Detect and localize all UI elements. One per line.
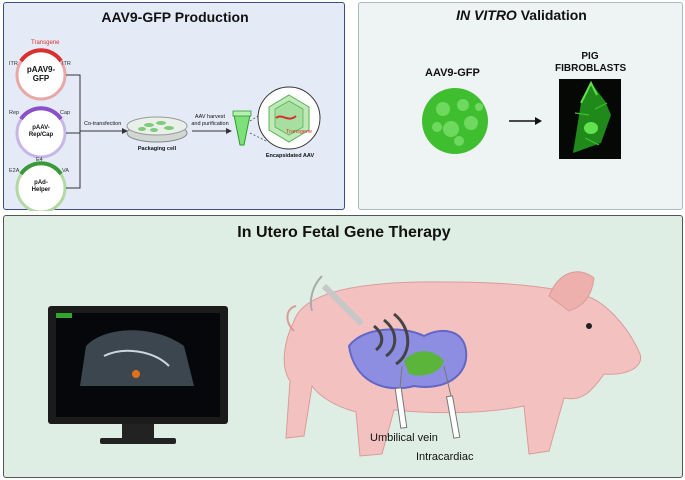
plasmid-icon [15, 106, 67, 159]
plasmid2-left-label: Rep [9, 110, 20, 116]
validation-title: IN VITRO Validation [456, 7, 587, 23]
in-utero-therapy-panel: In Utero Fetal Gene Therapy [3, 215, 683, 478]
plasmid2-right-label: Cap [60, 110, 71, 116]
plasmid3-top-label: E4 [36, 157, 43, 163]
aav-capsid-icon [422, 88, 488, 154]
plasmid1-top-label: Transgene [31, 40, 60, 46]
monitor-icon [48, 306, 228, 444]
arrow-icon [509, 117, 542, 125]
plasmid3-left-label: E2A [9, 168, 20, 174]
therapy-title: In Utero Fetal Gene Therapy [237, 224, 451, 241]
aav-capsid-icon [257, 86, 321, 150]
uterus-icon [347, 328, 468, 390]
plasmid1-name: pAAV9-GFP [26, 65, 56, 83]
arrow-icon [226, 128, 232, 134]
plasmid-icon [15, 48, 67, 101]
ultrasound-probe-icon [309, 275, 410, 366]
route-intracardiac-label: Intracardiac [416, 451, 474, 463]
encapsidated-label: Encapsidated AAV [265, 153, 315, 159]
virus-label: AAV9-GFP [425, 67, 480, 79]
fibroblast-icon [559, 79, 621, 159]
plasmid-icon [15, 161, 67, 211]
packaging-cell-label: Packaging cell [137, 146, 177, 152]
arrow-icon [122, 128, 128, 134]
plasmid2-name: pAAV-Rep/Cap [28, 125, 54, 138]
tube-icon [232, 110, 252, 146]
production-title: AAV9-GFP Production [101, 9, 249, 25]
syringe-icon [443, 365, 461, 439]
production-diagram [15, 48, 321, 211]
plasmid3-right-label: VA [62, 168, 69, 174]
plasmid3-name: pAd-Helper [31, 180, 51, 193]
plasmid1-right-label: ITR [62, 61, 71, 67]
transgene-label: Transgene [286, 129, 313, 135]
cotransfection-label: Co-transfection [84, 121, 122, 127]
route-umbilical-label: Umbilical vein [370, 432, 438, 444]
syringe-icon [394, 365, 408, 429]
aav-production-panel: AAV9-GFP Production [3, 2, 345, 211]
validation-diagram [422, 79, 621, 159]
petri-dish-icon [126, 116, 188, 143]
therapy-diagram [48, 271, 642, 457]
plasmid1-left-label: ITR [9, 61, 18, 67]
